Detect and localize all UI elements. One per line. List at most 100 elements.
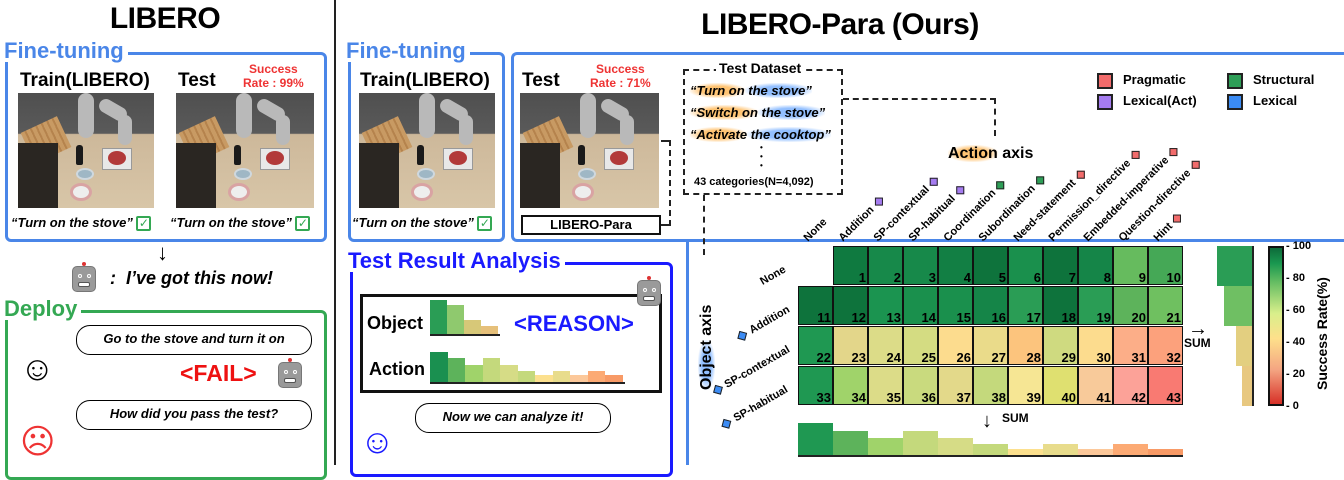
heatmap-cell: 32 bbox=[1148, 326, 1183, 365]
heatmap-cell: 26 bbox=[938, 326, 973, 365]
heatmap-cell: 30 bbox=[1078, 326, 1113, 365]
user-bubble-1: Go to the stove and turn it on bbox=[76, 325, 312, 355]
heatmap-cell: 7 bbox=[1043, 246, 1078, 285]
bar bbox=[1216, 246, 1252, 286]
structural-swatch bbox=[1227, 72, 1243, 89]
vertical-divider bbox=[334, 0, 336, 465]
action-label: Action bbox=[369, 359, 425, 379]
bar bbox=[430, 300, 447, 334]
heatmap-cell: 3 bbox=[903, 246, 938, 285]
down-arrow-icon: ↓ bbox=[157, 240, 168, 265]
action-mini-bars bbox=[430, 352, 625, 384]
object-mini-bars bbox=[430, 300, 500, 336]
colorbar-tick: - 60 bbox=[1286, 304, 1305, 316]
bar bbox=[1113, 444, 1148, 455]
bar bbox=[903, 431, 938, 455]
heatmap-cell: 41 bbox=[1078, 366, 1113, 405]
colorbar-tick: - 20 bbox=[1286, 368, 1305, 380]
sum-bottom-label: SUM bbox=[1002, 411, 1029, 425]
test-caption-left: “Turn on the stove” ✓ bbox=[170, 215, 311, 232]
heatmap-cell: 5 bbox=[973, 246, 1008, 285]
success-value: Rate : 71% bbox=[590, 76, 651, 90]
bar bbox=[447, 305, 464, 334]
example-3: “Activate the cooktop” bbox=[690, 127, 831, 142]
heatmap-cell: 8 bbox=[1078, 246, 1113, 285]
colorbar bbox=[1268, 246, 1284, 406]
heatmap-cell: 21 bbox=[1148, 286, 1183, 325]
bar bbox=[481, 325, 498, 334]
heatmap-cell: 17 bbox=[1008, 286, 1043, 325]
dashed-arrow-action bbox=[843, 98, 996, 136]
colorbar-label: Success Rate(%) bbox=[1314, 277, 1330, 390]
happy-face-icon: ☺ bbox=[20, 350, 55, 388]
bar bbox=[1224, 286, 1252, 326]
finetune-label-left: Fine-tuning bbox=[4, 40, 128, 62]
heatmap-cell: 42 bbox=[1113, 366, 1148, 405]
heatmap-cell: 43 bbox=[1148, 366, 1183, 405]
heatmap-cell: 24 bbox=[868, 326, 903, 365]
dataset-summary: 43 categories(N=4,092) bbox=[694, 176, 814, 188]
libero-para-title: LIBERO-Para (Ours) bbox=[701, 8, 979, 41]
bar bbox=[1148, 449, 1183, 455]
heatmap-cell: 25 bbox=[903, 326, 938, 365]
sum-down-arrow-icon: ↓ bbox=[982, 410, 992, 432]
test-box-right bbox=[511, 52, 1344, 242]
heatmap-cell: 20 bbox=[1113, 286, 1148, 325]
bar bbox=[535, 375, 553, 382]
success-label: Success bbox=[249, 62, 298, 76]
heatmap-cell: 19 bbox=[1078, 286, 1113, 325]
heatmap-cell: 36 bbox=[903, 366, 938, 405]
bar bbox=[430, 352, 448, 382]
test-label-left: Test bbox=[178, 70, 216, 91]
heatmap-cell: 35 bbox=[868, 366, 903, 405]
dashed-connector bbox=[661, 140, 671, 226]
heatmap-cell: 23 bbox=[833, 326, 868, 365]
analysis-bubble: Now we can analyze it! bbox=[415, 403, 611, 433]
success-label: Success bbox=[596, 62, 645, 76]
heatmap-cell: 34 bbox=[833, 366, 868, 405]
train-label-right: Train(LIBERO) bbox=[360, 70, 490, 91]
legend-item: Pragmatic bbox=[1097, 72, 1186, 92]
pragmatic-swatch bbox=[1097, 72, 1113, 89]
train-caption-right: “Turn on the stove” ✓ bbox=[352, 215, 493, 232]
heatmap-cell: 6 bbox=[1008, 246, 1043, 285]
bar bbox=[1043, 444, 1078, 455]
heatmap-cell: 12 bbox=[833, 286, 868, 325]
heatmap-cell: 18 bbox=[1043, 286, 1078, 325]
test-box-right-bottom-line bbox=[686, 240, 689, 465]
robot-icon bbox=[278, 358, 302, 388]
test-dataset-title: Test Dataset bbox=[716, 60, 805, 76]
legend-item: Lexical bbox=[1227, 93, 1297, 113]
bar bbox=[517, 370, 535, 382]
colorbar-tick: - 0 bbox=[1286, 400, 1299, 412]
check-icon: ✓ bbox=[295, 216, 311, 232]
bar bbox=[1242, 366, 1252, 406]
bar bbox=[500, 364, 518, 382]
heatmap-cell: 28 bbox=[1008, 326, 1043, 365]
robot-scene-train-right bbox=[359, 93, 495, 208]
heatmap-cell: 15 bbox=[938, 286, 973, 325]
object-label: Object bbox=[367, 313, 424, 333]
heatmap-cell: 2 bbox=[868, 246, 903, 285]
analysis-inner-box bbox=[360, 294, 662, 393]
legend-item: Structural bbox=[1227, 72, 1314, 92]
heatmap-cell: 37 bbox=[938, 366, 973, 405]
sum-right-arrow-icon: → bbox=[1188, 318, 1208, 340]
deploy-label: Deploy bbox=[4, 298, 82, 320]
heatmap-cell: 4 bbox=[938, 246, 973, 285]
user-bubble-2: How did you pass the test? bbox=[76, 400, 312, 430]
bar bbox=[1078, 449, 1113, 455]
success-rate-right: Success Rate : 71% bbox=[590, 62, 651, 90]
heatmap-cell: 11 bbox=[798, 286, 833, 325]
bar bbox=[570, 375, 588, 382]
heatmap-cell: 1 bbox=[833, 246, 868, 285]
colorbar-tick: - 40 bbox=[1286, 336, 1305, 348]
bar bbox=[587, 370, 605, 382]
row-sum-bars bbox=[1214, 246, 1254, 406]
check-icon: ✓ bbox=[136, 216, 152, 232]
bar bbox=[798, 423, 833, 455]
heatmap-cell: 10 bbox=[1148, 246, 1183, 285]
success-rate-left: Success Rate : 99% bbox=[243, 62, 304, 90]
bar bbox=[552, 370, 570, 382]
